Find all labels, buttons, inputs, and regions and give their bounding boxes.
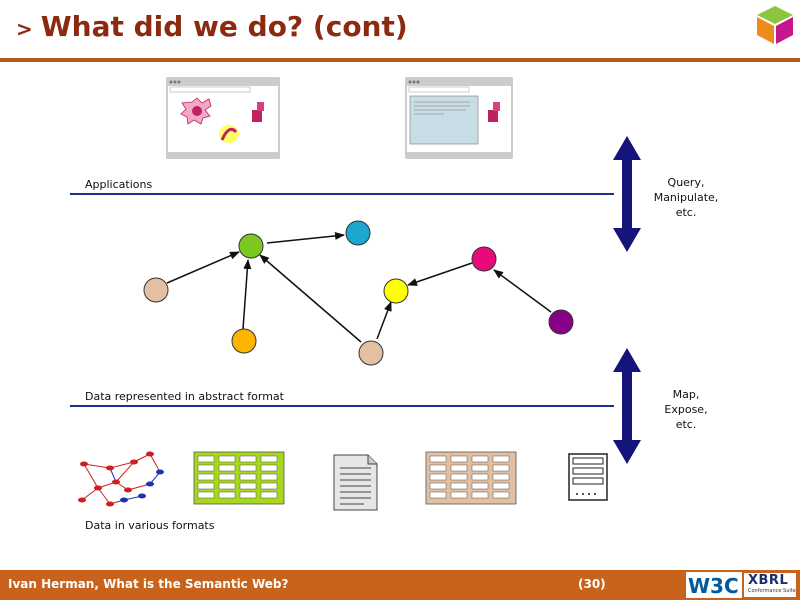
title-text: What did we do? (cont) bbox=[40, 10, 408, 43]
query-double-arrow bbox=[613, 136, 641, 252]
graph-edges bbox=[166, 231, 552, 343]
graph-node-purple bbox=[548, 309, 574, 335]
slide-title: > What did we do? (cont) bbox=[16, 10, 408, 43]
graph-node-tan-left bbox=[143, 277, 169, 303]
page-number: (30) bbox=[578, 577, 606, 591]
various-formats-label: Data in various formats bbox=[85, 519, 215, 532]
applications-label: Applications bbox=[85, 178, 153, 191]
query-manipulate-text: Query, Manipulate, etc. bbox=[653, 176, 719, 219]
svg-text:W3C: W3C bbox=[688, 574, 739, 598]
map-double-arrow bbox=[613, 348, 641, 464]
w3c-logo-icon: W3C bbox=[686, 572, 742, 598]
xbrl-logo: XBRL Conformance Suite bbox=[744, 573, 796, 597]
tan-spreadsheet-icon bbox=[425, 451, 517, 505]
graph-node-cyan bbox=[345, 220, 371, 246]
browser-window-right bbox=[405, 77, 513, 159]
graph-node-yellow bbox=[383, 278, 409, 304]
browser-window-left bbox=[166, 77, 280, 159]
green-spreadsheet-icon bbox=[193, 451, 285, 505]
server-icon bbox=[568, 453, 608, 501]
graph-node-green bbox=[238, 233, 264, 259]
semantic-web-diagram: Applications Data represented in abstrac… bbox=[64, 72, 718, 532]
graph-node-magenta bbox=[471, 246, 497, 272]
xbrl-logo-text: XBRL bbox=[748, 573, 789, 588]
graph-node-tan-bottom bbox=[358, 340, 384, 366]
graph-node-orange bbox=[231, 328, 257, 354]
map-expose-text: Map, Expose, etc. bbox=[664, 388, 708, 431]
image-collage-icon bbox=[180, 97, 264, 143]
diagram-canvas bbox=[70, 77, 641, 511]
title-divider bbox=[0, 58, 800, 62]
network-graph-icon bbox=[78, 451, 164, 507]
abstract-format-label: Data represented in abstract format bbox=[85, 390, 284, 403]
xbrl-logo-subtext: Conformance Suite bbox=[748, 588, 796, 594]
footer-author-title: Ivan Herman, What is the Semantic Web? bbox=[8, 577, 289, 591]
title-bullet: > bbox=[16, 17, 33, 41]
slide-footer: Ivan Herman, What is the Semantic Web? (… bbox=[0, 570, 800, 600]
semantic-web-cube-icon bbox=[757, 6, 793, 44]
document-icon bbox=[333, 454, 378, 511]
